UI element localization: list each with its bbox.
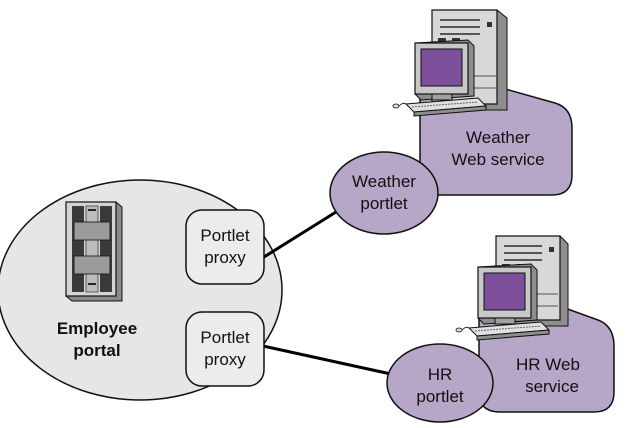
portlet-proxy-bottom [185, 311, 265, 387]
proxy-top-label-line1: Portlet [200, 226, 249, 245]
connector-hr [262, 344, 392, 376]
weather-service-label-line1: Weather [466, 128, 530, 147]
employee-portal-label-line1: Employee [57, 319, 137, 338]
weather-workstation-icon [392, 9, 508, 117]
weather-portlet-ellipse [329, 151, 439, 235]
portlet-proxy-top [185, 209, 265, 285]
hr-service-label-line2: service [525, 377, 579, 396]
hr-service-label-line1: HR Web [516, 355, 580, 374]
connector-weather [255, 210, 337, 264]
hr-portlet-label-line1: HR [428, 365, 453, 384]
hr-portlet-label-line2: portlet [416, 387, 464, 406]
weather-service-label-line2: Web service [451, 150, 544, 169]
hr-portlet-ellipse [386, 343, 494, 423]
proxy-bottom-label-line1: Portlet [200, 328, 249, 347]
server-tower-icon [65, 201, 123, 302]
employee-portal-label-line2: portal [73, 341, 120, 360]
proxy-bottom-label-line2: proxy [204, 350, 246, 369]
hr-workstation-icon [455, 235, 569, 341]
weather-portlet-label-line1: Weather [352, 172, 416, 191]
proxy-top-label-line2: proxy [204, 248, 246, 267]
weather-portlet-label-line2: portlet [360, 194, 408, 213]
